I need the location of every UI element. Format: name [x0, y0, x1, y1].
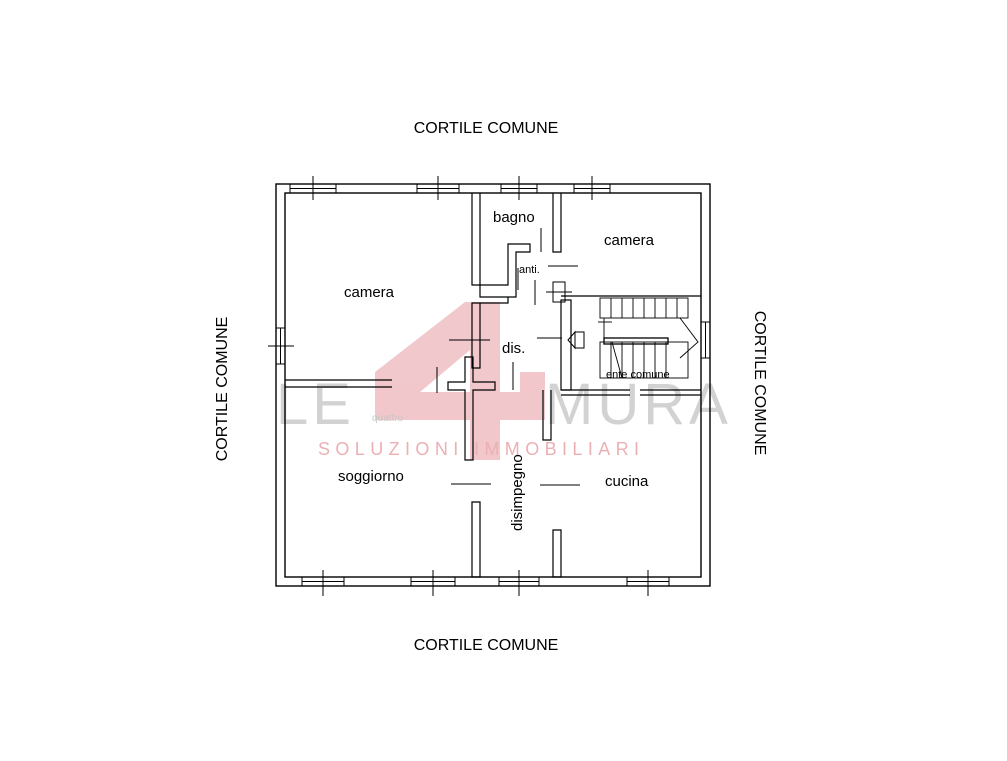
windows-bottom [301, 570, 670, 596]
room-labels: bagno camera camera anti. dis. ente comu… [338, 209, 670, 531]
staircase [598, 297, 699, 379]
utility-symbol [567, 330, 585, 350]
windows-sides [268, 321, 711, 365]
room-label-soggiorno: soggiorno [338, 468, 404, 485]
room-label-anti: anti. [519, 264, 540, 276]
column-marker [546, 281, 572, 303]
label-top: CORTILE COMUNE [414, 120, 559, 137]
room-label-camera-left: camera [344, 284, 395, 301]
room-label-disimpegno: disimpegno [509, 454, 526, 531]
room-label-cucina: cucina [605, 473, 649, 490]
outer-walls [275, 183, 711, 587]
watermark-brand-right: MURA [545, 372, 732, 437]
watermark-brand-left: LE [276, 372, 355, 437]
logo-four-shape [375, 302, 545, 460]
label-left: CORTILE COMUNE [214, 317, 231, 462]
label-right: CORTILE COMUNE [751, 311, 768, 456]
room-label-camera-right: camera [604, 232, 655, 249]
surrounding-labels: CORTILE COMUNE CORTILE COMUNE CORTILE CO… [214, 120, 768, 654]
watermark: LE quattro MURA SOLUZIONI IMMOBILIARI [276, 302, 732, 460]
watermark-tagline: SOLUZIONI IMMOBILIARI [318, 439, 644, 459]
windows-top [289, 176, 611, 200]
room-label-dis: dis. [502, 340, 525, 357]
room-label-bagno: bagno [493, 209, 535, 226]
door-marks [436, 228, 580, 486]
watermark-brand-small: quattro [372, 413, 404, 424]
room-label-ente-comune: ente comune [606, 369, 670, 381]
interior-walls [285, 193, 701, 578]
label-bottom: CORTILE COMUNE [414, 637, 559, 654]
